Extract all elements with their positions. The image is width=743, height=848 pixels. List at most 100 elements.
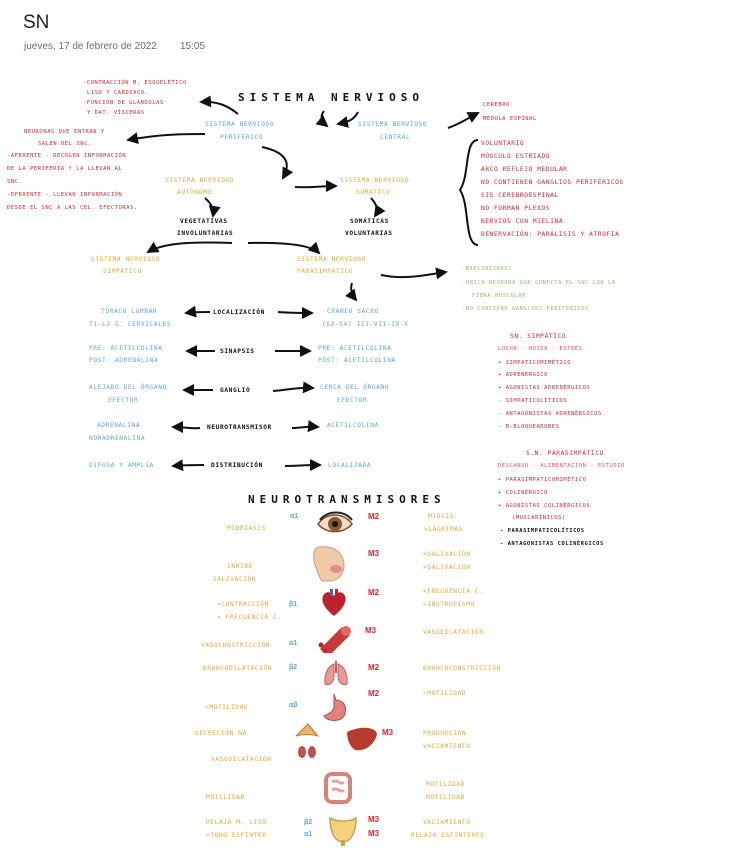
peripheral-effect: LISO Y CARDIACO. bbox=[87, 90, 149, 96]
somatico-title-2: SOMÁTICO bbox=[356, 189, 391, 196]
head-icon bbox=[313, 546, 345, 582]
peripheral-effect: -FUNCIÓN DE GLÁNDULAS bbox=[83, 100, 164, 106]
neuro-right-receptor: M2 bbox=[368, 689, 380, 698]
neuro-right: VACIAMIENTO bbox=[423, 743, 471, 750]
vessel-icon bbox=[318, 626, 351, 653]
comparison-left: NORADRENALINA bbox=[89, 435, 146, 442]
peripheral-effect: Y DAT. VÍSCERAS bbox=[87, 110, 145, 116]
neuro-left: BRONCODILATACIÓN bbox=[203, 665, 273, 672]
simpatico-title-1: SISTEMA NERVIOSO bbox=[91, 256, 161, 263]
parasimpatico-feature: -MIELINIZADOS bbox=[462, 266, 512, 272]
comparison-label: NEUROTRANSMISOR bbox=[207, 424, 272, 431]
neuro-right-receptor: M2 bbox=[368, 512, 380, 521]
somatic-feature: VOLUNTARIO bbox=[481, 140, 525, 147]
liver-icon bbox=[347, 727, 377, 751]
neuro-left: MOTILIDAD bbox=[206, 794, 245, 801]
neurons-line: DESDE EL SNC A LAS CEL. EFECTORAS. bbox=[7, 205, 138, 211]
central-title-1: SISTEMA NERVIOSO bbox=[358, 121, 428, 128]
neuro-right-receptor: M2 bbox=[368, 588, 380, 597]
sn-parasimpatico-neg: - PARASIMPATICOLÍTICOS bbox=[500, 528, 585, 534]
neuro-right: >SALIVACIÓN bbox=[423, 551, 471, 558]
somatic-feature: ARCO REFLEJO MEDULAR bbox=[481, 166, 568, 173]
parasimpatico-title-1: SISTEMA NERVIOSO bbox=[297, 256, 367, 263]
neuro-left-receptor: α1 bbox=[289, 640, 298, 647]
note-time: 15:05 bbox=[180, 41, 206, 52]
comparison-label: GANGLIO bbox=[220, 387, 251, 394]
autonomo-type-1: VEGETATIVAS bbox=[180, 218, 228, 225]
comparison-right: CERCA DEL ÓRGANO bbox=[320, 384, 390, 391]
neuro-left: SALIVACIÓN bbox=[213, 576, 257, 583]
neuro-right: MOTILIDAD bbox=[426, 781, 465, 788]
somatic-feature: NERVIOS CON MIELINA bbox=[481, 218, 564, 225]
neurons-line: NEURONAS QUE ENTRAN Y bbox=[24, 129, 105, 135]
neuro-right: <INOTROPISMO bbox=[423, 601, 475, 608]
neuro-right-receptor: M3 M3 bbox=[368, 815, 380, 838]
sn-simpatico-subtitle: LUCHA - HUIDA - ESTRÉS bbox=[498, 346, 583, 352]
parasimpatico-feature: -ÚNICA NEURONA QUE CONECTA EL SNC CON LA bbox=[462, 280, 616, 286]
heart-icon bbox=[322, 589, 346, 616]
neuro-left: >TONO ESFÍNTER bbox=[206, 832, 267, 839]
pancreas-kidney-icon bbox=[295, 723, 320, 758]
comparison-right: (S2-S4) III-VII-IX-X bbox=[322, 321, 409, 328]
sn-parasimpatico-item: + PARASIMPATICOMIMÉTICO bbox=[498, 477, 587, 483]
sn-parasimpatico-item: + AGONISTAS COLINÉRGICOS bbox=[498, 503, 591, 509]
comparison-left: PRE: ACETILCOLINA bbox=[89, 345, 163, 352]
neuro-right: MOTILIDAD bbox=[426, 794, 465, 801]
comparison-left: ALEJADO DEL ÓRGANO bbox=[89, 384, 167, 391]
comparison-left: T1-L2 G. CERVICALES bbox=[89, 321, 172, 328]
comparison-right: PRE: ACETILCOLINA bbox=[318, 345, 392, 352]
sn-parasimpatico-title: S.N. PARASIMPÁTICO bbox=[526, 450, 604, 457]
comparison-right: ACETILCOLINA bbox=[327, 422, 379, 429]
neuro-left: MIDRIASIS bbox=[227, 525, 266, 532]
neurons-line: DE LA PERIFERIA Y LA LLEVAN AL bbox=[7, 166, 123, 172]
neuro-right: >LÁGRIMAS bbox=[424, 526, 463, 533]
central-title-2: CENTRAL bbox=[380, 134, 411, 141]
sn-parasimpatico-neg: - ANTAGONISTAS COLINÉRGICOS bbox=[500, 541, 604, 547]
comparison-left: TÓRACO LUMBAR bbox=[101, 308, 158, 315]
neuro-right-receptor: M3 bbox=[365, 626, 377, 635]
eye-icon bbox=[317, 511, 353, 533]
neuro-left-receptor: α1 bbox=[290, 513, 299, 520]
neurons-line: -EFERENTE - LLEVAN INFORMACIÓN bbox=[7, 192, 123, 198]
neuro-left: SECRECIÓN NA bbox=[195, 730, 247, 737]
neuro-left: INHIBE bbox=[227, 563, 253, 570]
central-part: MÉDULA ESPINAL bbox=[483, 116, 537, 122]
neuro-left: VASODILATACIÓN bbox=[211, 756, 272, 763]
bladder-icon bbox=[329, 816, 357, 846]
neuro-right: VASODILATACIÓN bbox=[423, 629, 484, 636]
sn-parasimpatico-subtitle: DESCANSO - ALIMENTACIÓN - ESTUDIO bbox=[498, 463, 625, 469]
stomach-icon bbox=[323, 693, 347, 721]
parasimpatico-feature: FIBRA MUSCULAR bbox=[472, 293, 526, 299]
sn-simpatico-item: + ADRENÉRGICO bbox=[498, 372, 548, 378]
neuro-left-receptor: αβ bbox=[289, 702, 298, 709]
comparison-left: DIFUSA Y AMPLIA bbox=[89, 462, 154, 469]
page-title[interactable]: SN bbox=[23, 12, 50, 33]
neuro-right: RELAJA ESFÍNTERES bbox=[411, 832, 485, 839]
intestine-icon bbox=[324, 772, 352, 804]
comparison-right: LOCALIZADA bbox=[328, 462, 372, 469]
neuro-right-receptor: M3 bbox=[382, 728, 394, 737]
neuro-right-receptor: M3 bbox=[368, 549, 380, 558]
neuro-left: >CONTRACCIÓN bbox=[217, 601, 269, 608]
somatic-feature: MÚSCULO ESTRIADO bbox=[481, 153, 551, 160]
neuro-right: >MOTILIDAD bbox=[423, 690, 467, 697]
neuro-left: <MOTILIDAD bbox=[205, 704, 249, 711]
note-date: jueves, 17 de febrero de 2022 bbox=[24, 41, 157, 52]
neuro-left: VASOCONSTRICCIÓN bbox=[201, 642, 271, 649]
somatic-feature: DENERVACIÓN: PARÁLISIS Y ATROFIA bbox=[481, 231, 620, 238]
comparison-label: SINAPSIS bbox=[220, 348, 255, 355]
comparison-left: EFECTOR bbox=[108, 397, 139, 404]
somatico-type-2: VOLUNTARIAS bbox=[345, 230, 393, 237]
peripheral-title-2: PERIFÉRICO bbox=[220, 134, 264, 141]
autonomo-title-2: AUTÓNOMO bbox=[177, 189, 212, 196]
somatic-feature: NO FORMAN PLEXOS bbox=[481, 205, 551, 212]
autonomo-type-2: INVOLUNTARIAS bbox=[177, 230, 234, 237]
neuro-right-receptor: M2 bbox=[368, 663, 380, 672]
peripheral-effect: -CONTRACCIÓN M. ESQUELÉTICO bbox=[83, 80, 187, 86]
somatic-feature: NO CONTIENEN GANGLIOS PERIFÉRICOS bbox=[481, 179, 624, 186]
neuro-right: <FRECUENCIA C. bbox=[423, 588, 484, 595]
sn-simpatico-item: - ANTAGONISTAS ADRENÉRGICOS bbox=[498, 411, 602, 417]
main-title: SISTEMA NERVIOSO bbox=[238, 91, 424, 104]
sn-simpatico-item: + AGONISTAS ADRENÉRGICOS bbox=[498, 385, 591, 391]
